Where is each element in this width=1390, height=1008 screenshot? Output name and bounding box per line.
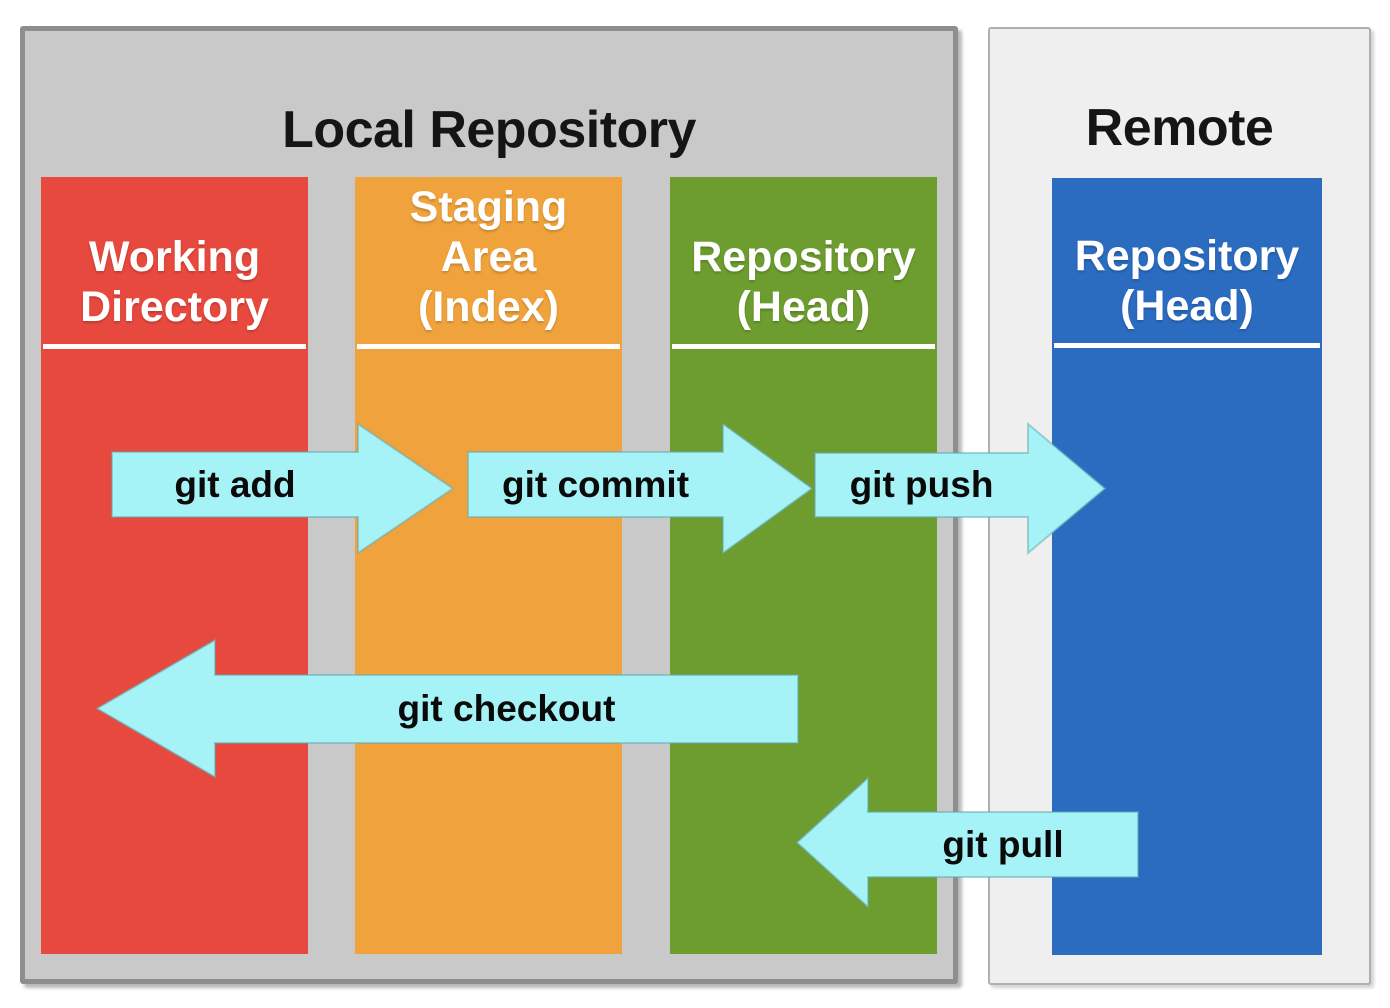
- working-directory-underline: [43, 344, 306, 349]
- remote-repository-head-label: Repository (Head): [1074, 232, 1300, 330]
- git-push-arrow: git push: [814, 421, 1107, 556]
- staging-area-underline: [357, 344, 620, 349]
- git-commit-arrow: git commit: [467, 422, 814, 555]
- remote-title: Remote: [1085, 99, 1274, 157]
- staging-area-label: Staging Area (Index): [409, 183, 568, 331]
- git-checkout-arrow: git checkout: [95, 638, 799, 779]
- repository-head-underline: [672, 344, 935, 349]
- git-push-label: git push: [849, 464, 994, 505]
- arrow-right-shape: [111, 422, 455, 555]
- working-directory-label: Working Directory: [80, 233, 269, 331]
- arrow-left-shape: [795, 775, 1139, 910]
- git-commit-label: git commit: [501, 463, 690, 505]
- arrow-left-polygon: [95, 638, 799, 779]
- arrow-left-shape: [95, 638, 799, 779]
- git-add-arrow: git add: [111, 422, 455, 555]
- column-working-directory: Working Directory: [41, 177, 308, 954]
- arrow-right-polygon: [111, 422, 455, 555]
- git-checkout-label: git checkout: [397, 688, 616, 729]
- git-pull-label: git pull: [942, 823, 1064, 865]
- remote-repository-head-underline: [1054, 343, 1320, 348]
- git-add-label: git add: [174, 463, 296, 505]
- local-repository-title: Local Repository: [282, 101, 696, 159]
- arrow-right-polygon: [467, 422, 814, 555]
- arrow-left-polygon: [795, 775, 1139, 910]
- repository-head-label: Repository (Head): [691, 233, 916, 331]
- arrow-right-shape: [814, 421, 1107, 556]
- column-staging-area: Staging Area (Index): [355, 177, 622, 954]
- arrow-right-shape: [467, 422, 814, 555]
- arrow-right-polygon: [814, 421, 1107, 556]
- git-pull-arrow: git pull: [795, 775, 1139, 910]
